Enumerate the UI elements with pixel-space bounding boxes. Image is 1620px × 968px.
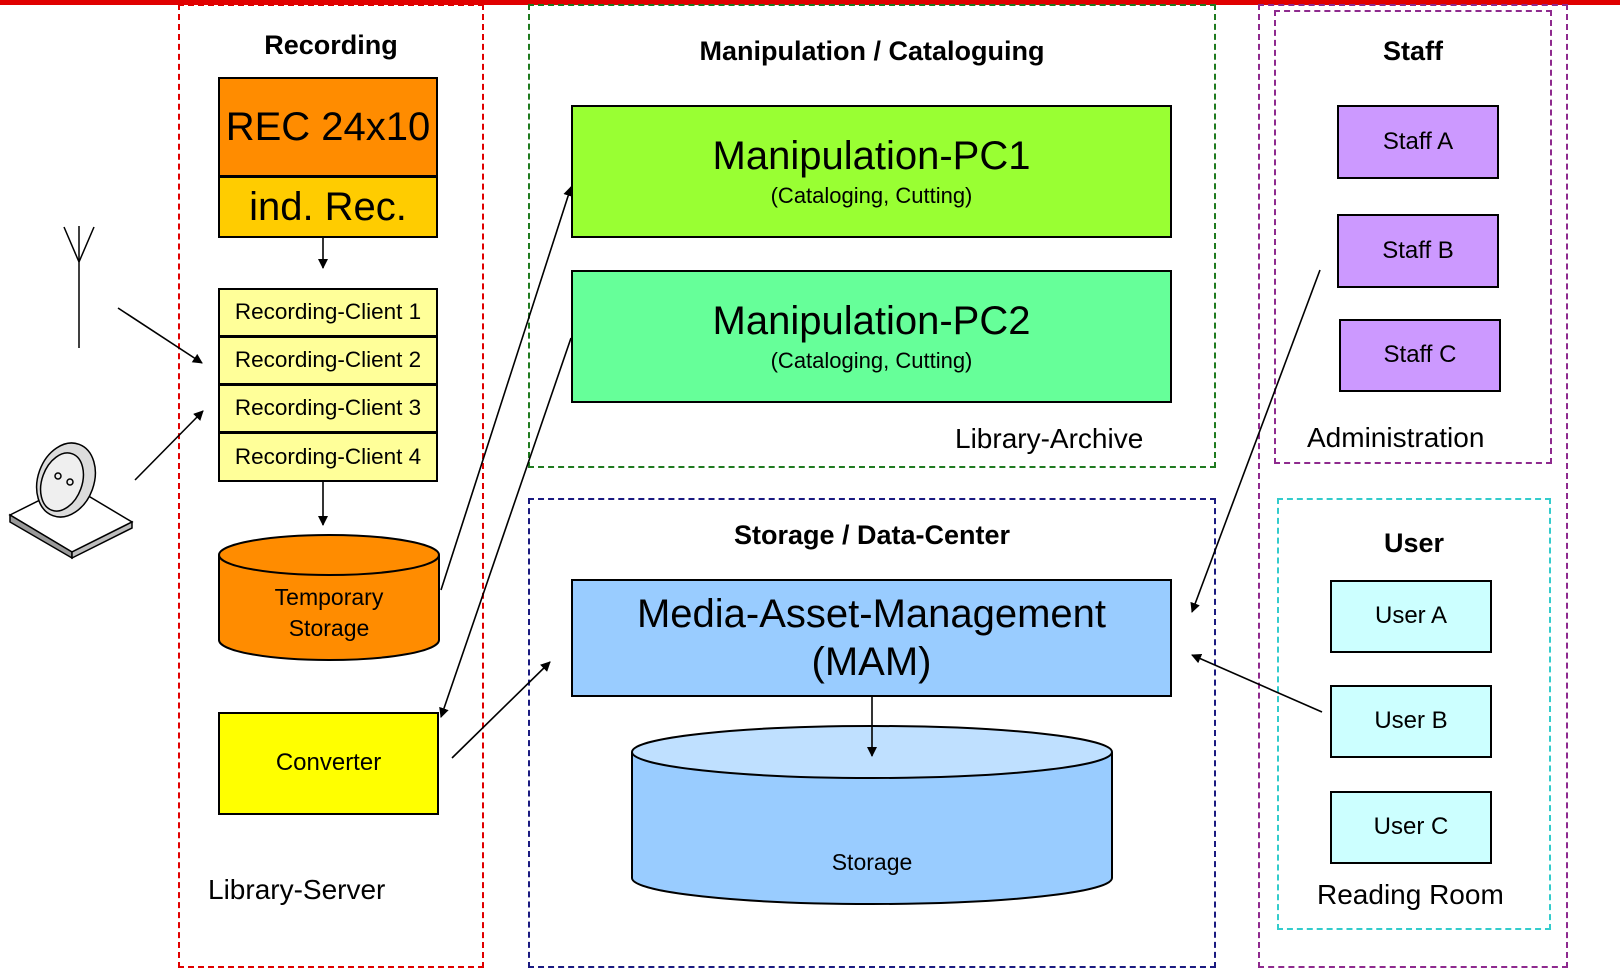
staff-a-box: Staff A xyxy=(1337,105,1499,179)
temporary-storage-line1: Temporary xyxy=(274,584,384,610)
staff-b-box: Staff B xyxy=(1337,214,1499,288)
region-user xyxy=(1277,498,1551,930)
region-staff xyxy=(1274,10,1552,464)
user-label: User A xyxy=(1374,602,1448,630)
user-label: User B xyxy=(1374,707,1448,735)
staff-label: Staff A xyxy=(1382,127,1454,155)
converter-label: Converter xyxy=(275,749,382,777)
manipulation-pc2-name: Manipulation-PC2 xyxy=(712,299,1031,344)
top-accent-bar xyxy=(0,0,1620,5)
storage-label: Storage xyxy=(831,849,913,875)
user-b-box: User B xyxy=(1330,685,1492,758)
mam-line2: (MAM) xyxy=(811,640,932,684)
rec-24x10-label: REC 24x10 xyxy=(225,105,431,149)
arrow-staff-to-mam xyxy=(1190,269,1321,613)
recording-client-label: Recording-Client 3 xyxy=(234,395,422,421)
staff-label: Staff B xyxy=(1382,236,1454,264)
mam-box: Media-Asset-Management (MAM) xyxy=(571,579,1172,697)
recording-title: Recording xyxy=(264,30,398,60)
temporary-storage-cylinder xyxy=(218,534,440,661)
temporary-storage-label: Temporary Storage xyxy=(219,582,439,644)
manipulation-pc1-box: Manipulation-PC1 (Cataloging, Cutting) xyxy=(571,105,1172,238)
library-archive-label: Library-Archive xyxy=(955,423,1144,454)
user-title: User xyxy=(1383,528,1445,558)
mam-line1: Media-Asset-Management xyxy=(636,592,1107,636)
antenna-icon xyxy=(63,226,95,348)
manipulation-pc1-name: Manipulation-PC1 xyxy=(712,134,1031,179)
arrow-satellite-to-clients xyxy=(134,410,204,481)
arrow-pc2-to-converter xyxy=(439,337,572,718)
user-label: User C xyxy=(1373,813,1449,841)
arrow-user-to-mam xyxy=(1191,654,1323,713)
manipulation-pc2-box: Manipulation-PC2 (Cataloging, Cutting) xyxy=(571,270,1172,403)
region-manipulation xyxy=(528,4,1216,468)
satellite-dish-icon xyxy=(8,442,134,560)
recording-client-label: Recording-Client 1 xyxy=(234,299,422,325)
region-recording xyxy=(178,4,484,968)
recording-client-4: Recording-Client 4 xyxy=(218,432,438,482)
region-storage xyxy=(528,498,1216,968)
manipulation-pc2-sub: (Cataloging, Cutting) xyxy=(770,348,973,374)
arrow-antenna-to-clients xyxy=(117,307,203,364)
staff-title: Staff xyxy=(1383,36,1443,66)
region-staff-outer xyxy=(1258,4,1568,968)
ind-rec-box: ind. Rec. xyxy=(218,176,438,238)
recording-client-label: Recording-Client 2 xyxy=(234,347,422,373)
storage-title: Storage / Data-Center xyxy=(733,520,1011,550)
staff-label: Staff C xyxy=(1383,341,1457,369)
arrow-converter-to-mam xyxy=(451,661,551,759)
converter-box: Converter xyxy=(218,712,439,815)
user-a-box: User A xyxy=(1330,580,1492,653)
library-server-label: Library-Server xyxy=(208,874,386,905)
manipulation-pc1-sub: (Cataloging, Cutting) xyxy=(770,183,973,209)
staff-c-box: Staff C xyxy=(1339,319,1501,392)
temporary-storage-line2: Storage xyxy=(288,615,370,642)
administration-label: Administration xyxy=(1307,422,1485,453)
arrow-temp-storage-to-pc1 xyxy=(440,186,573,591)
ind-rec-label: ind. Rec. xyxy=(249,185,407,229)
user-c-box: User C xyxy=(1330,791,1492,864)
reading-room-label: Reading Room xyxy=(1317,879,1504,910)
recording-client-label: Recording-Client 4 xyxy=(234,443,422,469)
manipulation-title: Manipulation / Cataloguing xyxy=(699,36,1045,66)
rec-24x10-box: REC 24x10 xyxy=(218,77,438,177)
recording-client-3: Recording-Client 3 xyxy=(218,384,438,433)
